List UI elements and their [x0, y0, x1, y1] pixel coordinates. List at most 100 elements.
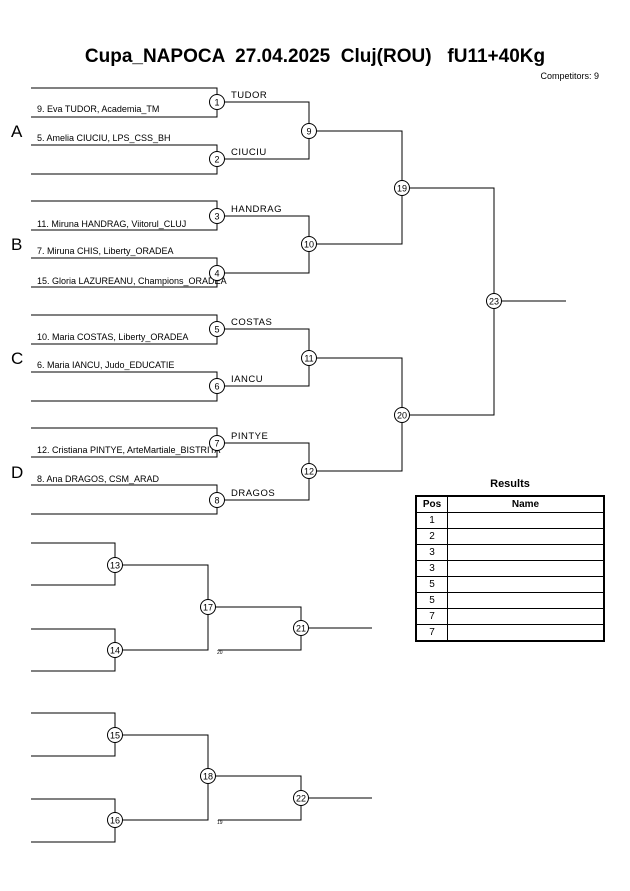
match-node: 12 — [301, 463, 317, 479]
match-number: 2 — [214, 155, 219, 165]
match-number: 1 — [214, 98, 219, 108]
match-number: 4 — [214, 269, 219, 279]
winner-name: COSTAS — [231, 317, 272, 328]
match-node: 9 — [301, 123, 317, 139]
match-node: 23 — [486, 293, 502, 309]
results-row: 3 — [415, 560, 605, 577]
match-node: 5 — [209, 321, 225, 337]
winner-name: HANDRAG — [231, 204, 282, 215]
match-number: 23 — [489, 297, 499, 307]
match-number: 5 — [214, 325, 219, 335]
match-node: 13 — [107, 557, 123, 573]
results-row: 5 — [415, 576, 605, 593]
winner-name: TUDOR — [231, 90, 267, 101]
repechage-line — [208, 606, 302, 651]
match-number: 10 — [304, 240, 314, 250]
results-row: 5 — [415, 592, 605, 609]
pool-c: C 10. Maria COSTAS, Liberty_ORADEA 6. Ma… — [11, 314, 310, 402]
repechage-line — [31, 798, 116, 843]
winner-name: DRAGOS — [231, 488, 275, 499]
match-node: 3 — [209, 208, 225, 224]
results-title: Results — [490, 478, 530, 490]
match-node: 6 — [209, 378, 225, 394]
match-node: 14 — [107, 642, 123, 658]
match-number: 17 — [203, 603, 213, 613]
result-position: 5 — [415, 576, 448, 593]
result-position: 1 — [415, 512, 448, 529]
pool-label-c: C — [11, 349, 23, 368]
match-number: 18 — [203, 772, 213, 782]
results-row: 7 — [415, 624, 605, 642]
repechage-line — [31, 628, 116, 672]
entry-name: 12. Cristiana PINTYE, ArteMartiale_BISTR… — [37, 445, 220, 455]
entry-name: 11. Miruna HANDRAG, Viitorul_CLUJ — [37, 219, 186, 229]
entry-name: 7. Miruna CHIS, Liberty_ORADEA — [37, 246, 174, 256]
column-header-name: Name — [447, 495, 605, 513]
result-position: 7 — [415, 624, 448, 642]
repechage-line — [115, 734, 209, 821]
winner-name: PINTYE — [231, 431, 268, 442]
match-node: 16 — [107, 812, 123, 828]
match-number: 15 — [110, 731, 120, 741]
pool-b: B 11. Miruna HANDRAG, Viitorul_CLUJ 7. M… — [11, 200, 310, 288]
match-node: 11 — [301, 350, 317, 366]
match-number: 13 — [110, 561, 120, 571]
match-number: 9 — [306, 127, 311, 137]
match-node: 10 — [301, 236, 317, 252]
result-name — [447, 512, 605, 529]
result-name — [447, 592, 605, 609]
match-node: 22 — [293, 790, 309, 806]
entry-name: 15. Gloria LAZUREANU, Champions_ORADEA — [37, 276, 227, 286]
pool-label-b: B — [11, 235, 22, 254]
pool-label-a: A — [11, 122, 23, 141]
repechage-line — [208, 775, 302, 821]
results-row: 2 — [415, 528, 605, 545]
repechage-line — [31, 712, 116, 757]
column-header-pos: Pos — [415, 495, 448, 513]
match-node: 1 — [209, 94, 225, 110]
match-node: 19 — [394, 180, 410, 196]
match-node: 20 — [394, 407, 410, 423]
result-position: 7 — [415, 608, 448, 625]
match-number: 20 — [397, 411, 407, 421]
winner-name: CIUCIU — [231, 147, 267, 158]
result-name — [447, 528, 605, 545]
results-row: 7 — [415, 608, 605, 625]
pool-d: D 12. Cristiana PINTYE, ArteMartiale_BIS… — [11, 427, 310, 515]
results-row: 3 — [415, 544, 605, 561]
match-number: 14 — [110, 646, 120, 656]
match-number: 11 — [304, 354, 313, 364]
match-node: 7 — [209, 435, 225, 451]
pool-a: A 9. Eva TUDOR, Academia_TM 5. Amelia CI… — [11, 87, 310, 175]
pool-label-d: D — [11, 463, 23, 482]
result-name — [447, 560, 605, 577]
entry-name: 8. Ana DRAGOS, CSM_ARAD — [37, 474, 160, 484]
bracket-line — [309, 130, 403, 245]
match-node: 17 — [200, 599, 216, 615]
match-node: 8 — [209, 492, 225, 508]
result-name — [447, 624, 605, 642]
result-name — [447, 576, 605, 593]
match-number: 7 — [214, 439, 219, 449]
match-node: 15 — [107, 727, 123, 743]
match-node: 2 — [209, 151, 225, 167]
repechage-line — [31, 542, 116, 586]
match-node: 21 — [293, 620, 309, 636]
result-position: 3 — [415, 544, 448, 561]
bracket-line — [402, 187, 495, 416]
match-number: 21 — [296, 624, 306, 634]
note-text: 19 — [217, 820, 223, 826]
repechage-line — [115, 564, 209, 651]
match-number: 8 — [214, 496, 219, 506]
entry-name: 5. Amelia CIUCIU, LPS_CSS_BH — [37, 133, 171, 143]
page-title: Cupa_NAPOCA 27.04.2025 Cluj(ROU) fU11+40… — [84, 46, 546, 67]
match-node: 4 — [209, 265, 225, 281]
match-node: 18 — [200, 768, 216, 784]
match-number: 16 — [110, 816, 120, 826]
result-position: 5 — [415, 592, 448, 609]
result-position: 2 — [415, 528, 448, 545]
match-number: 19 — [397, 184, 407, 194]
result-position: 3 — [415, 560, 448, 577]
